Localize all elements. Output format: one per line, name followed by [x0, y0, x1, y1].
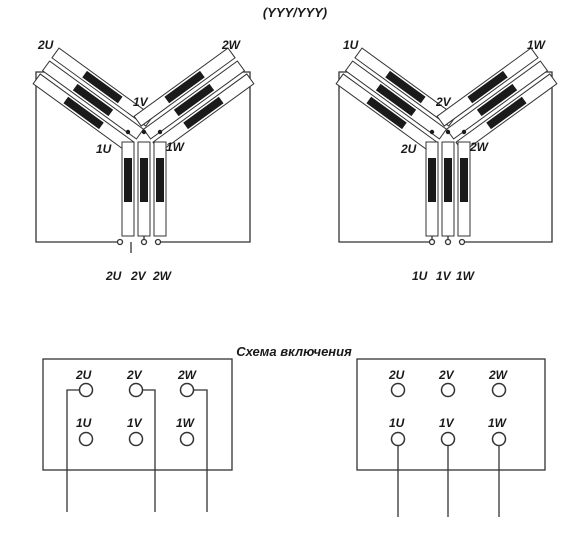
- right-panel-label-2u: 2U: [388, 368, 405, 382]
- right-star-terminal-ring-1: [428, 238, 436, 246]
- left-panel-terminal-2u: [78, 382, 94, 398]
- left-terminal-panel: 2U 2V 2W 1U 1V 1W: [42, 358, 233, 512]
- left-star-return-wire-left: [35, 71, 120, 243]
- right-star-terminal-label-3: 1W: [456, 269, 476, 283]
- left-star-terminal-label-1: 2U: [105, 269, 122, 283]
- right-star-terminal-ring-3: [458, 238, 466, 246]
- left-star-terminal-ring-1: [116, 238, 124, 246]
- right-star-label-center: 2V: [435, 95, 452, 109]
- left-star-terminal-ring-3: [154, 238, 162, 246]
- left-star-return-wire-right: [158, 71, 251, 243]
- left-star-label-top-left: 2U: [37, 38, 54, 52]
- figure-title: (YYY/YYY): [263, 5, 327, 20]
- right-panel-label-2w: 2W: [488, 368, 509, 382]
- right-star-node-2: [445, 129, 451, 135]
- right-star-arm-left: [335, 47, 457, 153]
- left-star-label-center: 1V: [133, 95, 149, 109]
- left-star-arm-left: [32, 47, 154, 153]
- left-star-terminal-label-3: 2W: [152, 269, 173, 283]
- left-panel-lead-2w: [193, 389, 208, 512]
- right-panel-terminal-2v: [440, 382, 456, 398]
- left-panel-terminal-1v: [128, 431, 144, 447]
- right-star-return-wire-left: [338, 71, 432, 243]
- right-panel-terminal-1w: [491, 431, 507, 447]
- right-panel-label-1v: 1V: [439, 416, 455, 430]
- left-panel-terminal-2w: [179, 382, 195, 398]
- left-star-terminal-label-2: 2V: [130, 269, 147, 283]
- left-star-label-mid-right: 1W: [166, 140, 186, 154]
- left-panel-terminal-1w: [179, 431, 195, 447]
- left-star-arm-right: [133, 47, 255, 153]
- right-terminal-panel: 2U 2V 2W 1U 1V 1W: [356, 358, 546, 517]
- right-star-terminal-ring-2: [444, 238, 452, 246]
- left-panel-lead-2u: [66, 389, 80, 512]
- left-star-label-mid-left: 1U: [96, 142, 112, 156]
- left-star-terminal-ring-2: [140, 238, 148, 246]
- right-star-terminal-label-1: 1U: [412, 269, 428, 283]
- right-terminal-box: [356, 358, 546, 471]
- right-panel-label-2v: 2V: [438, 368, 455, 382]
- right-star-arm-vertical: [425, 141, 471, 237]
- right-panel-terminal-2w: [491, 382, 507, 398]
- right-panel-label-1w: 1W: [488, 416, 508, 430]
- left-star-node-1: [125, 129, 131, 135]
- left-star-label-top-right: 2W: [221, 38, 242, 52]
- right-star-node-1: [429, 129, 435, 135]
- right-star-label-mid-left: 2U: [400, 142, 417, 156]
- left-panel-label-2v: 2V: [126, 368, 143, 382]
- right-star-node-3: [461, 129, 467, 135]
- right-star-label-top-left: 1U: [343, 38, 359, 52]
- left-panel-label-1w: 1W: [176, 416, 196, 430]
- left-star-arm-vertical: [121, 141, 167, 237]
- right-star-label-top-right: 1W: [527, 38, 547, 52]
- left-panel-label-1v: 1V: [127, 416, 143, 430]
- left-panel-label-2w: 2W: [177, 368, 198, 382]
- right-star-arm-right: [436, 47, 558, 153]
- left-panel-label-1u: 1U: [76, 416, 92, 430]
- left-panel-label-2u: 2U: [75, 368, 92, 382]
- left-terminal-box: [42, 358, 233, 471]
- left-panel-terminal-1u: [78, 431, 94, 447]
- left-star-node-3: [157, 129, 163, 135]
- left-star-diagram: 2U 2W 1V 1U 1W 2U 2V 2W: [32, 38, 255, 283]
- right-star-diagram: 1U 1W 2V 2U 2W 1U 1V 1W: [335, 38, 558, 283]
- right-star-label-mid-right: 2W: [469, 140, 490, 154]
- right-panel-terminal-1v: [440, 431, 456, 447]
- right-panel-terminal-2u: [390, 382, 406, 398]
- section-title: Схема включения: [236, 344, 352, 359]
- right-panel-label-1u: 1U: [389, 416, 405, 430]
- right-star-terminal-label-2: 1V: [436, 269, 452, 283]
- left-panel-terminal-2v: [128, 382, 144, 398]
- left-star-node-2: [141, 129, 147, 135]
- left-panel-lead-2v: [142, 389, 156, 512]
- right-panel-terminal-1u: [390, 431, 406, 447]
